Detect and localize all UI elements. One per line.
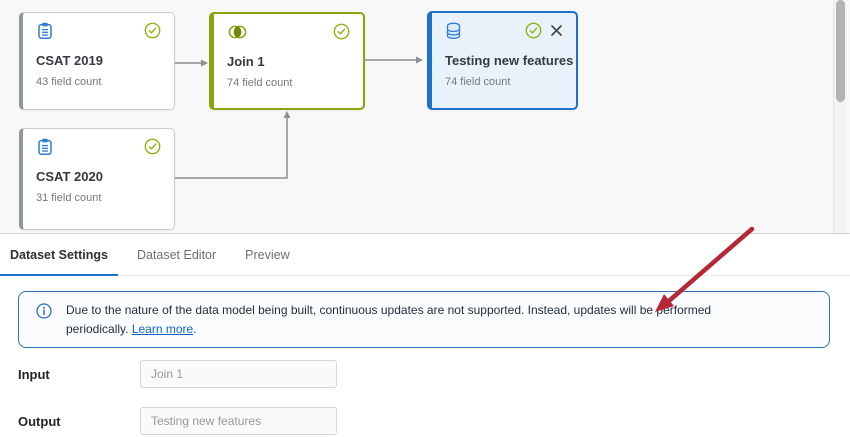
tab-preview[interactable]: Preview — [245, 248, 290, 262]
banner-message: Due to the nature of the data model bein… — [66, 301, 711, 338]
node-field-count: 74 field count — [445, 76, 511, 88]
learn-more-link[interactable]: Learn more — [131, 321, 194, 336]
info-banner: Due to the nature of the data model bein… — [18, 291, 830, 349]
node-title: CSAT 2020 — [36, 169, 103, 184]
output-field[interactable] — [140, 407, 337, 436]
node-title: Join 1 — [227, 54, 265, 69]
clipboard-icon — [36, 138, 54, 161]
dataset-panel: Dataset Settings Dataset Editor Preview … — [0, 234, 850, 436]
info-icon — [36, 303, 52, 324]
vertical-scrollbar — [833, 0, 847, 233]
node-field-count: 43 field count — [36, 76, 102, 88]
node-title: CSAT 2019 — [36, 53, 103, 68]
close-icon[interactable] — [550, 24, 563, 42]
node-title: Testing new features — [445, 53, 574, 68]
dataflow-canvas[interactable]: CSAT 2019 43 field count — [0, 0, 850, 234]
node-field-count: 31 field count — [36, 192, 102, 204]
node-field-count: 74 field count — [227, 77, 293, 89]
banner-line-2: periodically. — [66, 321, 132, 336]
tab-dataset-settings[interactable]: Dataset Settings — [0, 234, 118, 276]
input-label: Input — [18, 366, 50, 382]
panel-tabs: Dataset Settings Dataset Editor Preview — [0, 234, 850, 276]
node-csat-2020[interactable]: CSAT 2020 31 field count — [19, 128, 175, 230]
venn-join-icon — [227, 24, 248, 45]
output-label: Output — [18, 413, 61, 429]
clipboard-icon — [36, 22, 54, 45]
status-check-icon — [333, 23, 350, 45]
input-field[interactable] — [140, 360, 337, 389]
node-join-1[interactable]: Join 1 74 field count — [209, 12, 365, 110]
input-row: Input — [18, 360, 850, 389]
connector-lines — [175, 56, 423, 179]
status-check-icon — [144, 138, 161, 160]
banner-line-1: Due to the nature of the data model bein… — [66, 303, 712, 317]
tab-dataset-editor[interactable]: Dataset Editor — [136, 248, 217, 262]
status-check-icon — [525, 22, 542, 44]
vertical-scrollbar-thumb[interactable] — [836, 0, 845, 102]
status-check-icon — [144, 22, 161, 44]
node-testing-new-features[interactable]: Testing new features 74 field count — [427, 11, 578, 110]
banner-suffix: . — [193, 321, 197, 336]
database-icon — [445, 22, 462, 45]
output-row: Output — [18, 407, 850, 436]
node-csat-2019[interactable]: CSAT 2019 43 field count — [19, 12, 175, 110]
